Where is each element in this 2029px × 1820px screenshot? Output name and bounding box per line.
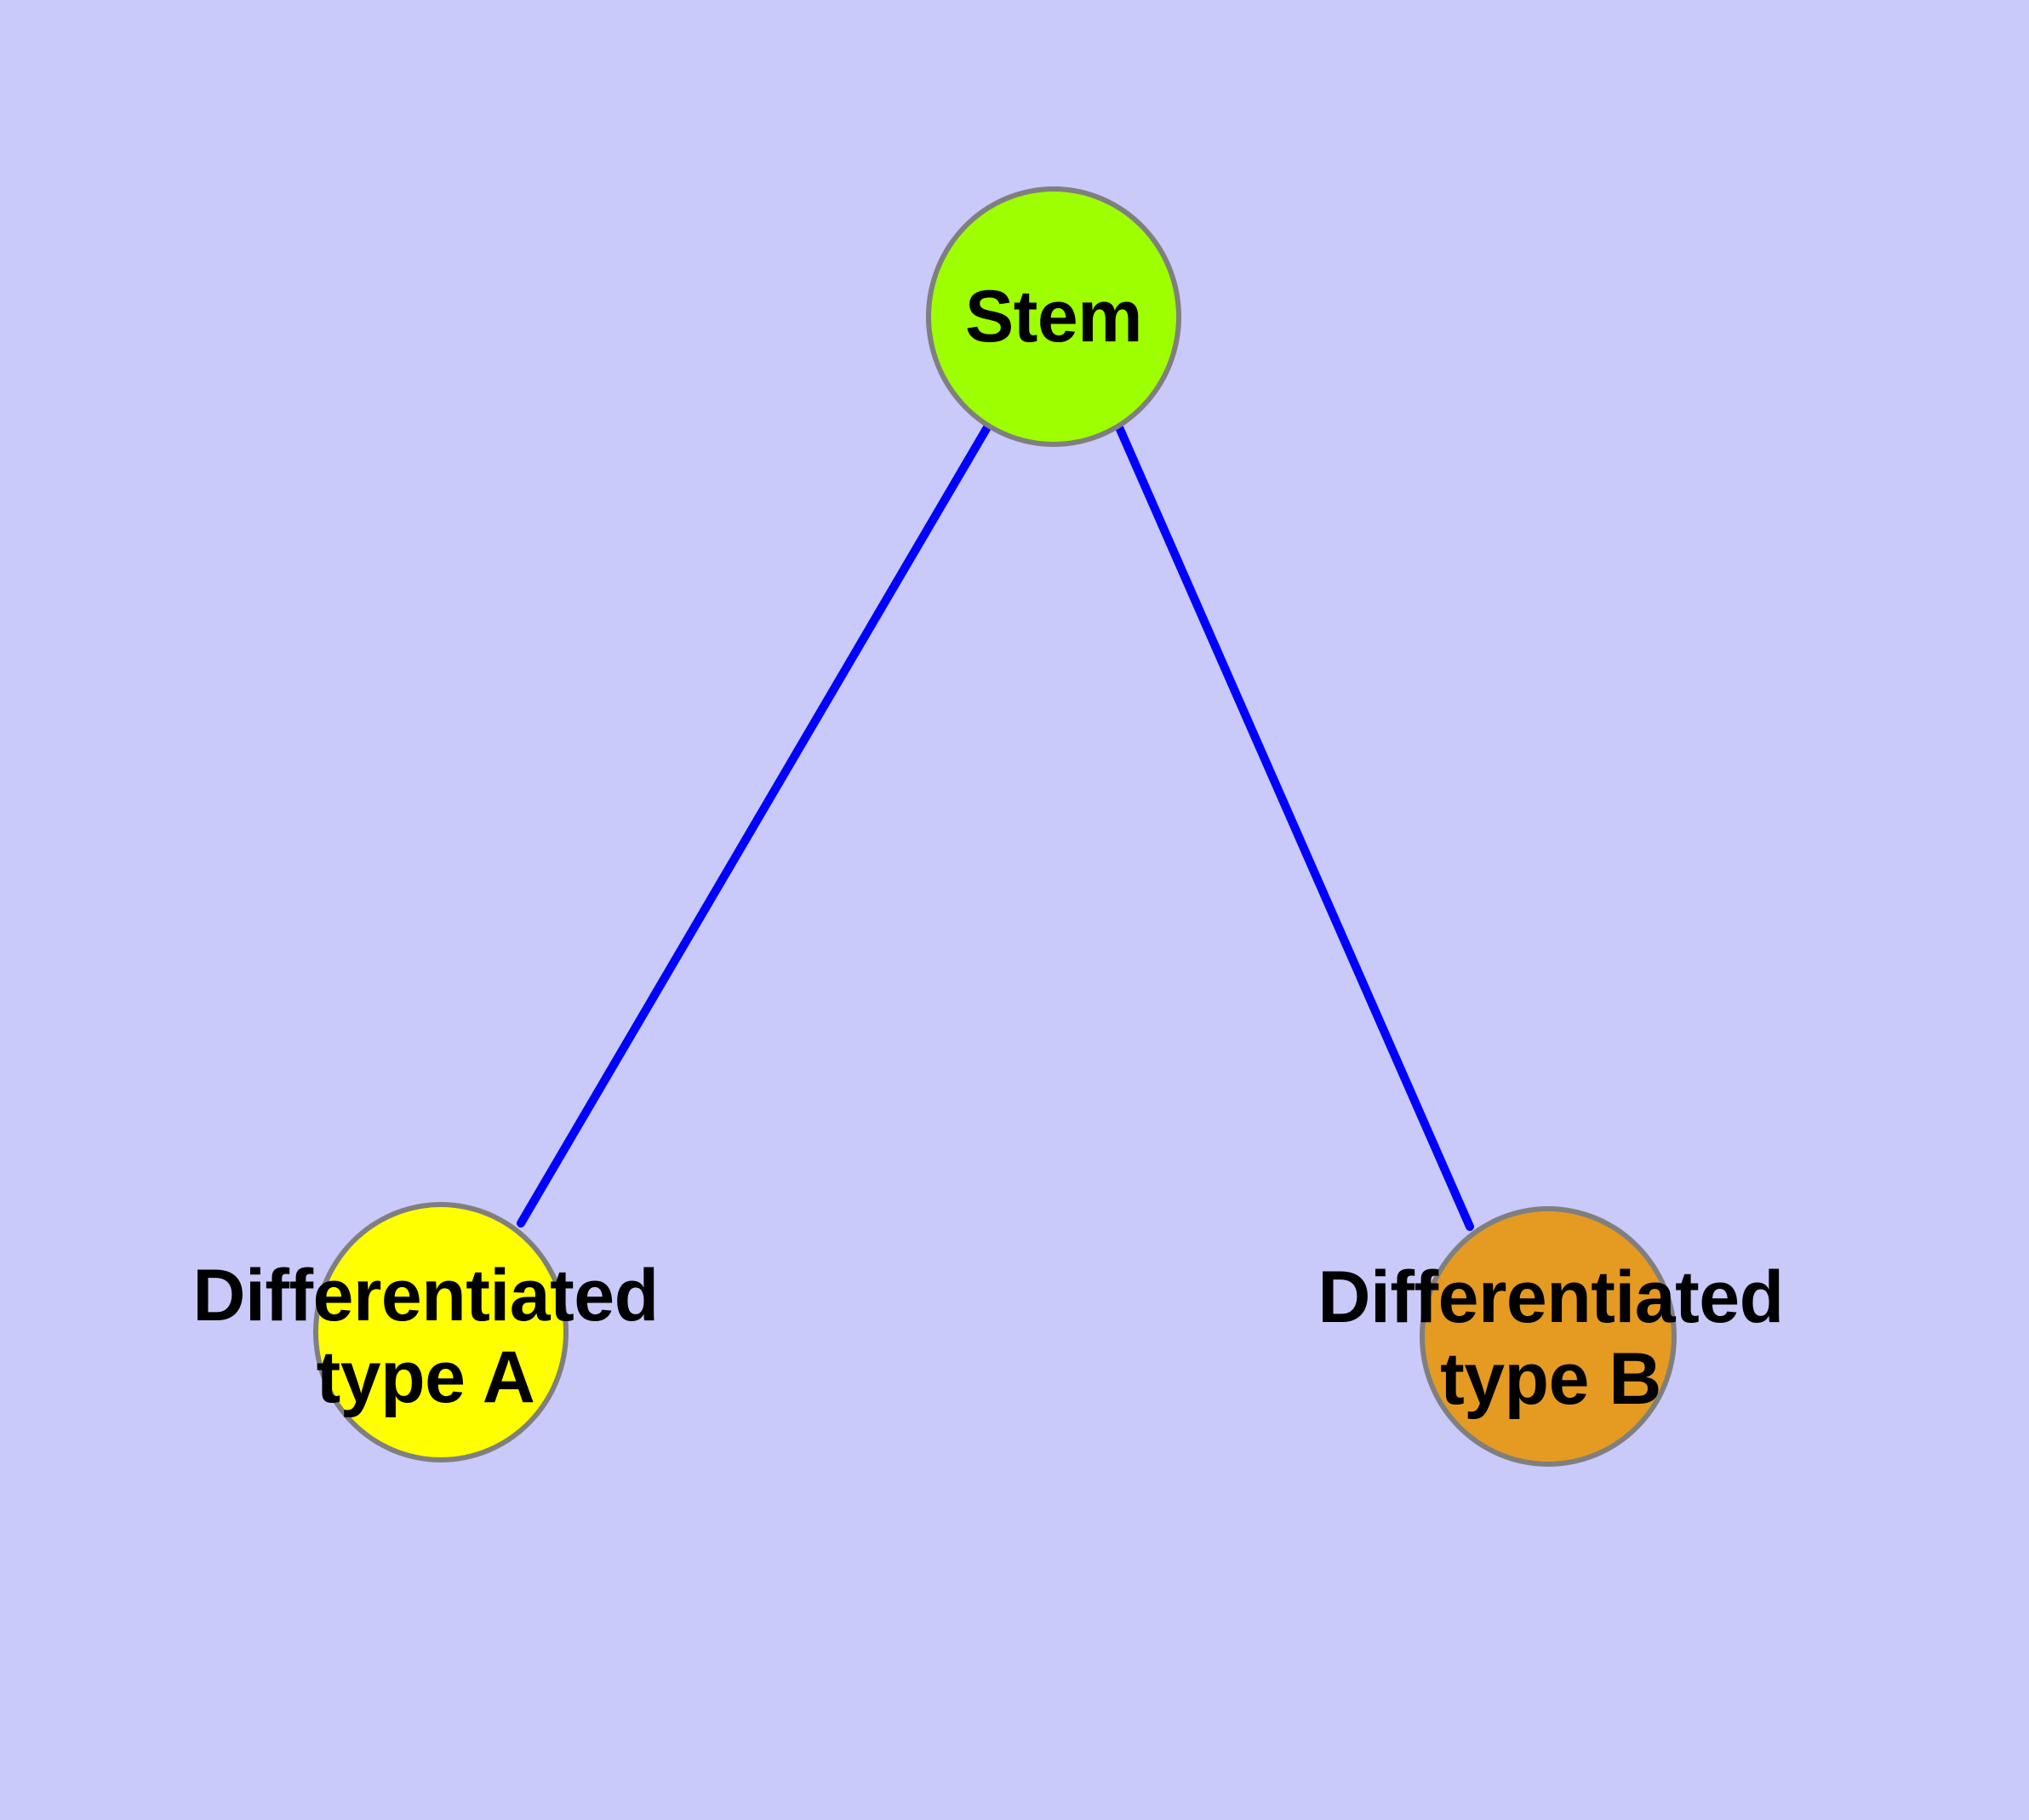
edge-stem-to-diff-a[interactable] bbox=[517, 423, 992, 1228]
node-stem[interactable] bbox=[926, 186, 1181, 447]
edge-stem-to-diff-b[interactable] bbox=[1115, 423, 1474, 1231]
node-differentiated-type-b[interactable] bbox=[1420, 1206, 1677, 1467]
node-differentiated-type-a[interactable] bbox=[313, 1202, 569, 1462]
